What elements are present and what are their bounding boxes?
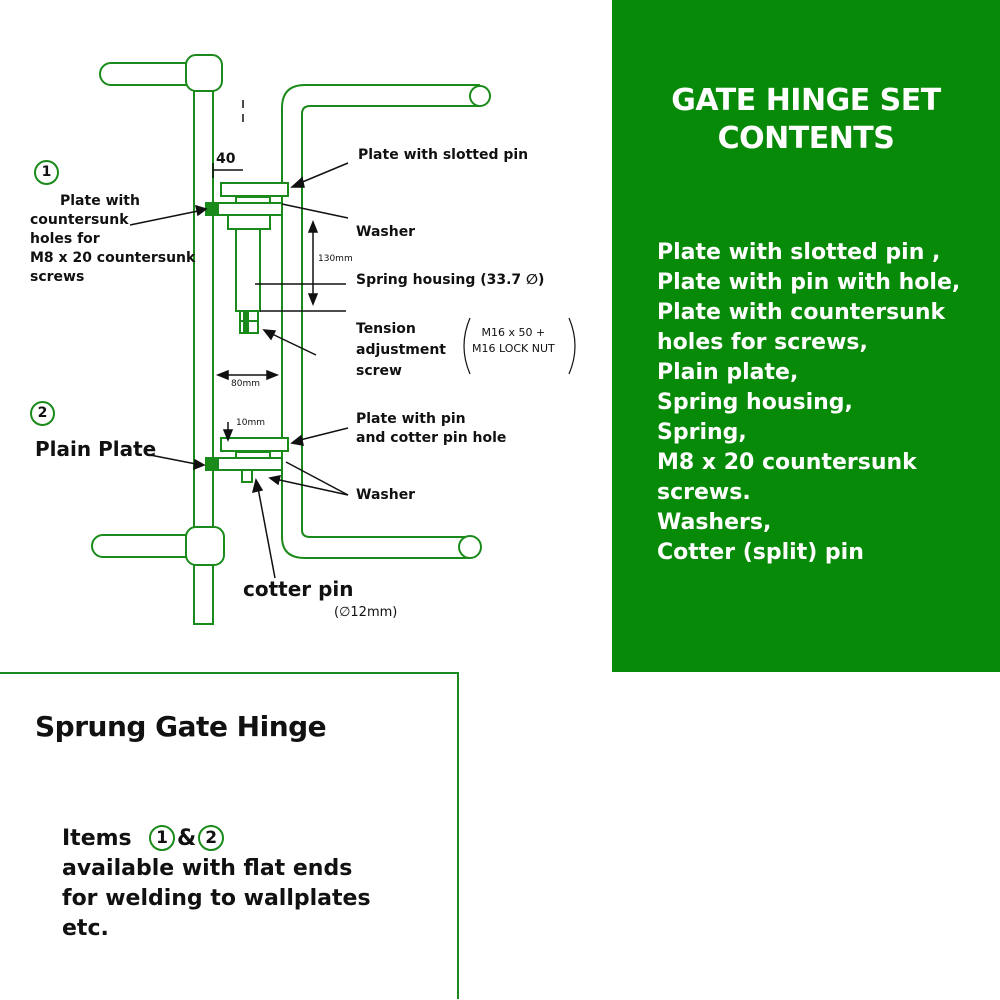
- list-item: Plate with slotted pin ,: [657, 240, 941, 265]
- dim-gap: 80mm: [231, 379, 260, 389]
- info-line-2: available with flat ends: [62, 856, 353, 881]
- list-item: Spring,: [657, 420, 747, 445]
- item1-line: Plate with: [60, 193, 140, 209]
- tension-line: Tension: [356, 321, 416, 337]
- cotter-pin-label: cotter pin: [243, 577, 354, 601]
- list-item: Washers,: [657, 510, 772, 535]
- top-left-joint: [185, 54, 223, 92]
- list-item: screws.: [657, 480, 751, 505]
- item2-inline-badge: 2: [198, 825, 225, 851]
- bottom-pin-plate: [220, 437, 289, 452]
- info-box: Sprung Gate Hinge Items 1&2 available wi…: [0, 672, 459, 999]
- dim-top-offset: 40: [216, 151, 236, 167]
- list-item: Plain plate,: [657, 360, 799, 385]
- list-item: M8 x 20 countersunk: [657, 450, 917, 475]
- bottom-left-arm: [91, 534, 199, 558]
- slotted-pin-label: Plate with slotted pin: [358, 147, 529, 163]
- gate-frame-inner: [301, 105, 480, 538]
- info-title: Sprung Gate Hinge: [35, 710, 327, 743]
- item1-line: M8 x 20 countersunk: [30, 250, 196, 266]
- tension-line: screw: [356, 363, 402, 379]
- tension-spec: M16 x 50 + M16 LOCK NUT: [472, 325, 555, 357]
- info-line-1: Items 1&2: [62, 824, 371, 854]
- amp: &: [176, 826, 197, 851]
- top-slotted-plate: [220, 182, 289, 197]
- spring-housing: [227, 214, 271, 230]
- bottom-right-end: [458, 535, 482, 559]
- list-item: Plate with countersunk: [657, 300, 946, 325]
- contents-panel: GATE HINGE SET CONTENTS Plate with slott…: [612, 0, 1000, 672]
- list-item: Cotter (split) pin: [657, 540, 864, 565]
- item1-line: screws: [30, 269, 85, 285]
- item1-number-badge: 1: [34, 160, 59, 185]
- panel-title: GATE HINGE SET CONTENTS: [612, 82, 1000, 158]
- item1-label: Plate with countersunk holes for M8 x 20…: [30, 192, 195, 287]
- top-right-end: [469, 85, 491, 107]
- item1-line: holes for: [30, 231, 100, 247]
- pin-cotter-line: and cotter pin hole: [356, 430, 507, 446]
- list-item: holes for screws,: [657, 330, 868, 355]
- info-text: Items 1&2 available with flat ends for w…: [62, 824, 371, 944]
- tension-spec-line: M16 x 50 +: [481, 326, 546, 339]
- item1-line: countersunk: [30, 212, 129, 228]
- tension-label: Tension adjustment screw: [356, 319, 446, 382]
- cotter-pin-shape: [241, 469, 253, 483]
- cotter-pin-size: (∅12mm): [334, 605, 398, 620]
- contents-list: Plate with slotted pin , Plate with pin …: [657, 238, 960, 568]
- info-line-4: etc.: [62, 916, 109, 941]
- dim-spring-length: 130mm: [318, 254, 353, 264]
- bottom-left-joint: [185, 526, 225, 566]
- items-prefix: Items: [62, 826, 132, 851]
- item2-number-badge: 2: [30, 401, 55, 426]
- washer-top-label: Washer: [356, 224, 416, 240]
- panel-title-line1: GATE HINGE SET: [671, 83, 941, 118]
- tension-spec-line: M16 LOCK NUT: [472, 342, 555, 355]
- list-item: Plate with pin with hole,: [657, 270, 961, 295]
- item1-inline-badge: 1: [148, 825, 175, 851]
- panel-title-line2: CONTENTS: [717, 121, 895, 156]
- pin-cotter-label: Plate with pin and cotter pin hole: [356, 410, 506, 448]
- spring-housing-label: Spring housing (33.7 ∅): [356, 272, 545, 288]
- list-item: Spring housing,: [657, 390, 853, 415]
- washer-bottom-label: Washer: [356, 487, 416, 503]
- info-line-3: for welding to wallplates: [62, 886, 371, 911]
- tension-line: adjustment: [356, 342, 447, 358]
- dim-plate-gap: 10mm: [236, 418, 265, 428]
- hinge-diagram: [91, 54, 576, 625]
- plain-plate-label: Plain Plate: [35, 437, 157, 461]
- pin-cotter-line: Plate with pin: [356, 411, 466, 427]
